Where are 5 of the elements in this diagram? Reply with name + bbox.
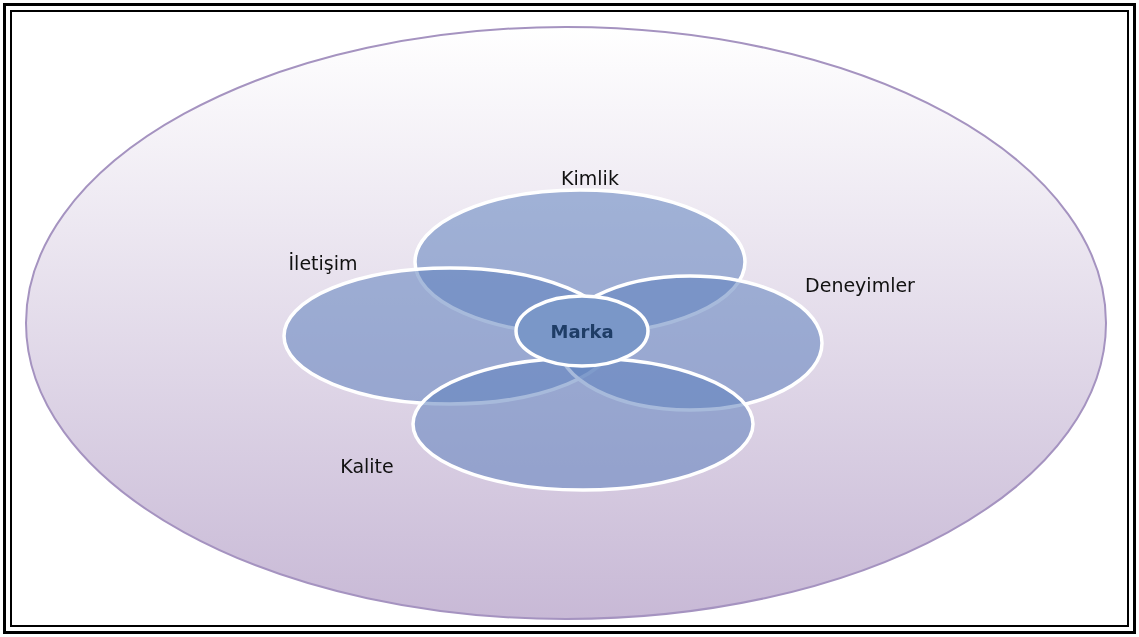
center-label: Marka bbox=[550, 320, 614, 342]
ellipse-label: Deneyimler bbox=[805, 274, 915, 296]
ellipse-label: Kalite bbox=[340, 455, 394, 477]
ellipse-label: Kimlik bbox=[561, 167, 619, 189]
ellipse-label: İletişim bbox=[288, 252, 358, 274]
